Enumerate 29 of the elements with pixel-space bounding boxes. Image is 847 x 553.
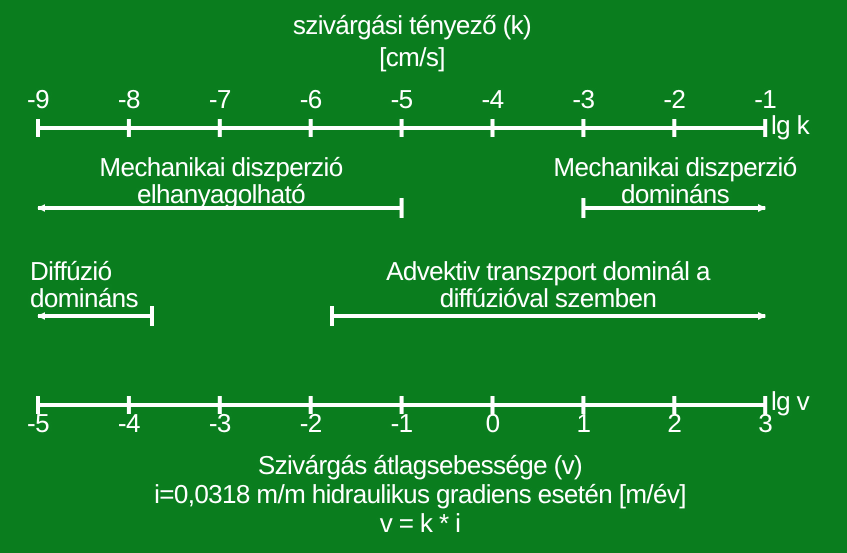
tick-label: -4 xyxy=(480,86,504,113)
tick-label: -1 xyxy=(753,86,778,113)
tick-label: 0 xyxy=(484,410,500,437)
tick-label: -7 xyxy=(208,86,232,113)
caption-text: i=0,0318 m/m hidraulikus gradiens esetén [m/év] xyxy=(153,481,687,508)
tick-label: -4 xyxy=(116,410,141,437)
axis-label: lg v xyxy=(771,388,810,415)
tick-label: -2 xyxy=(298,410,323,437)
unit-label: [cm/s] xyxy=(378,44,446,71)
tick-label: -3 xyxy=(571,86,596,113)
axis-label: lg k xyxy=(771,112,810,139)
tick-label: -2 xyxy=(662,86,686,113)
caption-text: Szivárgás átlagsebessége (v) xyxy=(256,452,584,479)
tick-label: -9 xyxy=(26,86,50,113)
tick-label: -6 xyxy=(298,86,323,113)
range-label: Mechanikai diszperzió elhanyagolható xyxy=(98,154,344,208)
tick-label: -1 xyxy=(390,410,414,437)
range-label: Advektiv transzport dominál a diffúzióval szemben xyxy=(385,258,712,312)
formula-text: v = k * i xyxy=(378,510,460,537)
tick-label: -5 xyxy=(26,410,50,437)
axis-title: szivárgási tényező (k) xyxy=(292,12,532,39)
range-label: Mechanikai diszperzió domináns xyxy=(552,154,798,208)
tick-label: -8 xyxy=(116,86,141,113)
tick-label: 1 xyxy=(575,410,592,437)
tick-label: -5 xyxy=(390,86,414,113)
tick-label: -3 xyxy=(208,410,232,437)
tick-label: 3 xyxy=(757,410,772,437)
tick-label: 2 xyxy=(666,410,682,437)
range-label: Diffúzió domináns xyxy=(30,258,139,312)
